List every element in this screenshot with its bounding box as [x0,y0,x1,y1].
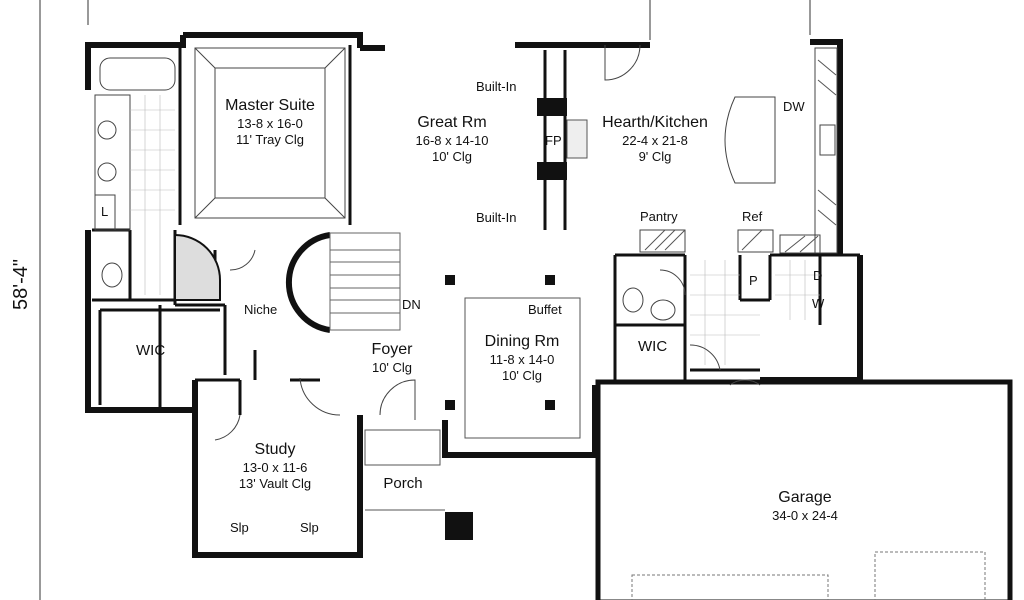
shower [174,233,221,301]
room-name: Master Suite [225,97,315,114]
label-slp-right: Slp [300,520,319,535]
room-size: 16-8 x 14-10 [415,133,489,148]
room-garage: Garage 34-0 x 24-4 [772,488,838,524]
room-size: 34-0 x 24-4 [772,508,838,523]
label-d: D [813,268,823,283]
label-wic-kitchen: WIC [638,338,668,355]
label-l: L [101,204,109,219]
curved-stair-wall [285,232,331,333]
room-master-suite: Master Suite 13-8 x 16-0 11' Tray Clg [225,96,315,149]
label-p: P [749,273,758,288]
kitchen-island [724,96,776,184]
label-fp: FP [545,133,562,148]
room-name: Porch [383,475,423,492]
room-size: 22-4 x 21-8 [622,133,688,148]
room-name: Dining Rm [484,333,560,350]
room-great-rm: Great Rm 16-8 x 14-10 10' Clg [416,113,489,166]
room-hearth-kitchen: Hearth/Kitchen 22-4 x 21-8 9' Clg [602,113,708,166]
label-pantry: Pantry [640,209,678,224]
porch-outline [364,429,445,511]
label-slp-left: Slp [230,520,249,535]
label-niche: Niche [244,302,278,317]
bath-fixtures [94,57,676,321]
room-study: Study 13-0 x 11-6 13' Vault Clg [239,440,311,493]
label-built-in-top: Built-In [476,79,517,94]
door-swings [214,44,761,441]
room-name: Study [254,441,296,458]
room-size: 13-8 x 16-0 [237,116,303,131]
room-name: Garage [778,489,832,506]
room-ceiling: 9' Clg [638,149,672,165]
room-porch: Porch [383,475,422,494]
room-ceiling: 10' Clg [431,149,473,165]
room-name: Great Rm [417,114,487,131]
counters [639,47,838,254]
label-w: W [812,296,825,311]
porch-column [445,512,473,540]
tray-ceiling [194,47,346,219]
room-dining-rm: Dining Rm 11-8 x 14-0 10' Clg [485,332,560,385]
room-name: Foyer [371,341,413,358]
room-ceiling: 13' Vault Clg [238,476,312,492]
dining-columns [445,275,555,410]
label-buffet: Buffet [528,302,562,317]
dining-area-outline [464,297,581,439]
hatch-fill [644,59,837,253]
label-dn: DN [402,297,421,312]
room-size: 13-0 x 11-6 [242,460,308,475]
label-dw: DW [783,99,805,114]
room-ceiling: 11' Tray Clg [236,132,304,148]
stair-treads [329,232,401,331]
room-ceiling: 10' Clg [501,368,543,384]
label-ref: Ref [742,209,763,224]
tile-grid [130,95,820,365]
overall-dimension: 58'-4" [10,259,32,310]
label-built-in-bottom: Built-In [476,210,517,225]
fireplace [537,98,588,180]
garage-doors [631,551,986,600]
room-ceiling: 10' Clg [371,360,413,375]
room-size: 11-8 x 14-0 [489,352,555,367]
exterior-walls [85,32,1013,600]
room-name: Hearth/Kitchen [602,114,708,131]
label-wic-master: WIC [136,342,166,359]
room-foyer: Foyer 10' Clg [372,340,413,376]
